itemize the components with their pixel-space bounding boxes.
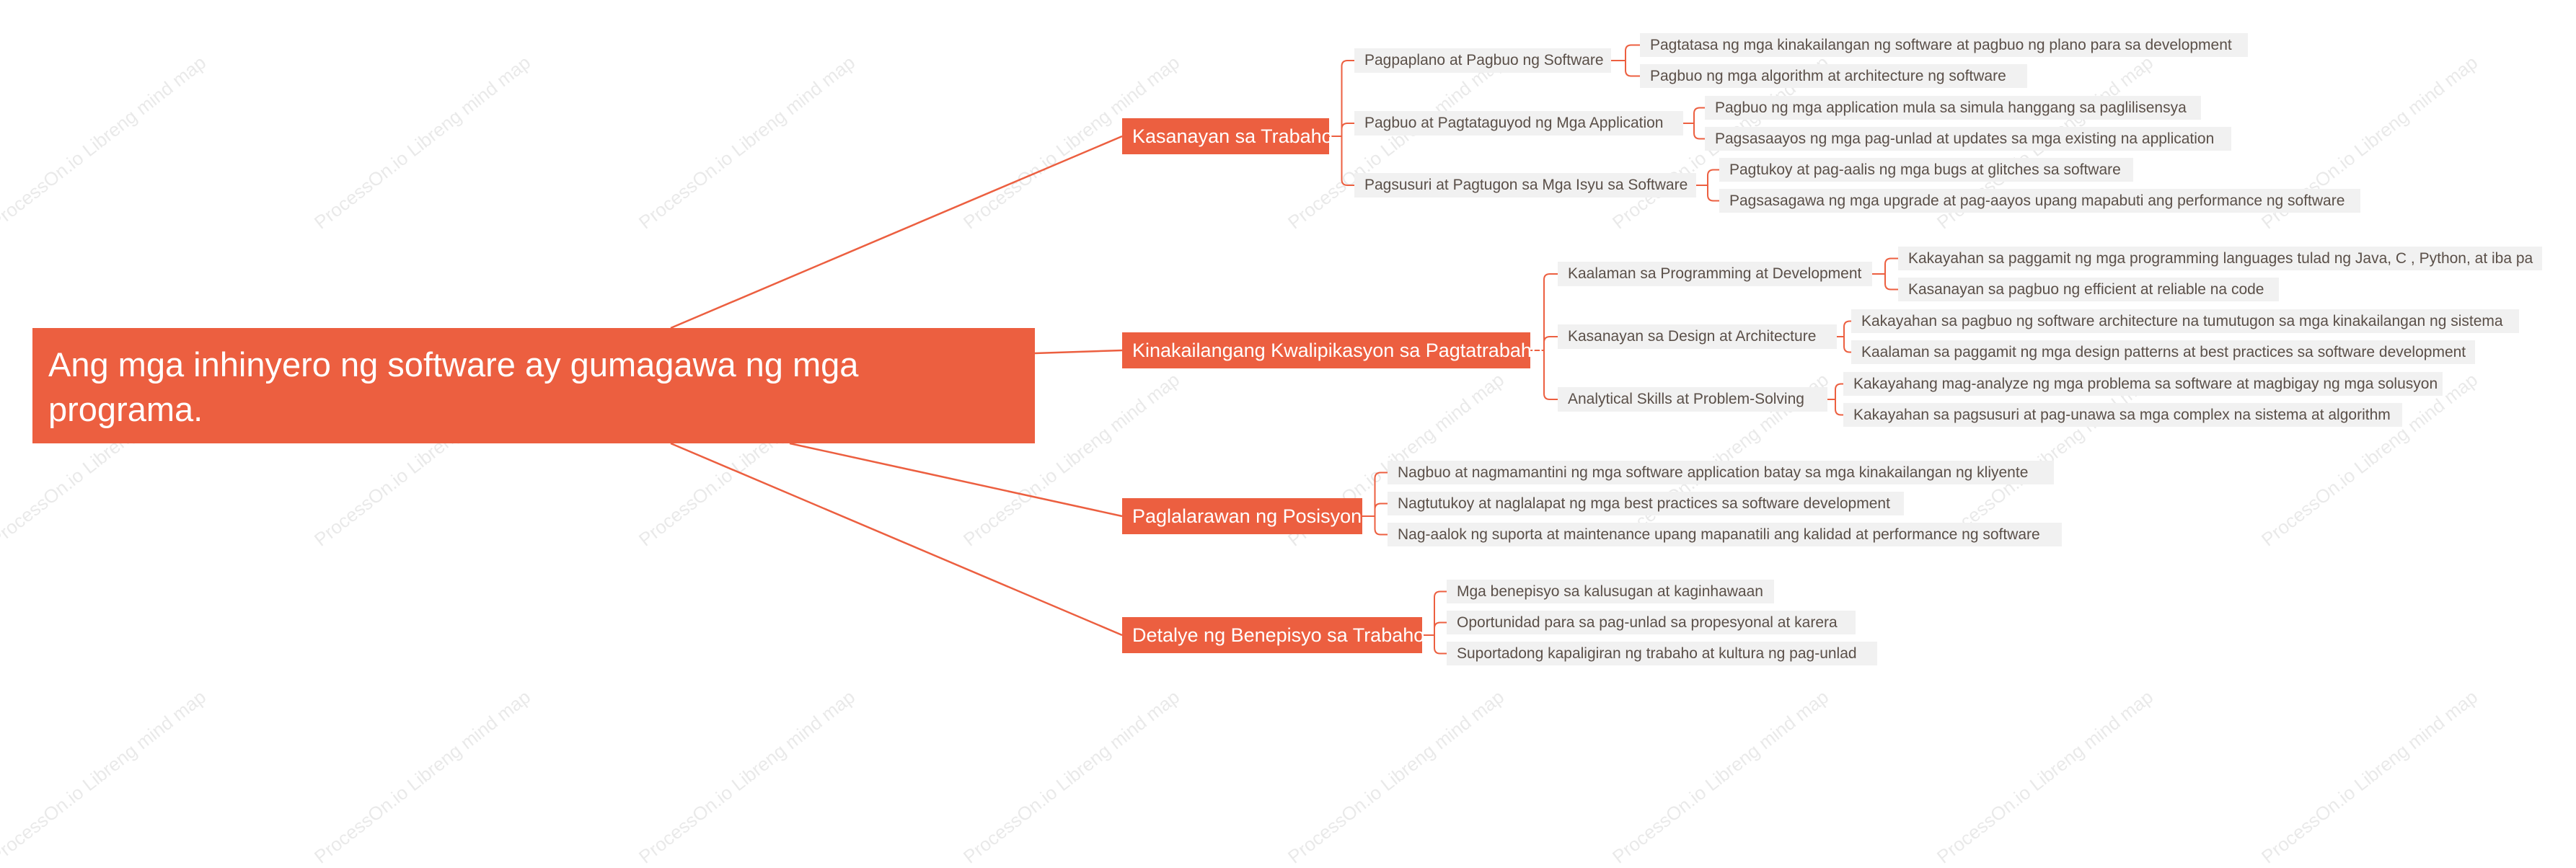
topic-kinakailangang-kwalipikasyon[interactable]: Kinakailangang Kwalipikasyon sa Pagtatra… [1122,332,1543,368]
subtopic-kaalaman-programming[interactable]: Kaalaman sa Programming at Development [1558,262,1872,286]
leaf-kakayahang-mag-analyze[interactable]: Kakayahang mag-analyze ng mga problema s… [1843,372,2443,396]
connector-line [1872,257,1898,275]
leaf-kakayahan-programming[interactable]: Kakayahan sa paggamit ng mga programming… [1898,247,2542,270]
watermark-text: ProcessOn.io Libreng mind map [1933,686,2158,868]
connector-line [1422,634,1447,655]
connector-line [1329,123,1354,137]
leaf-kakayahan-architecture[interactable]: Kakayahan sa pagbuo ng software architec… [1851,309,2519,333]
connector-line [1530,273,1558,351]
connector-line [1422,590,1447,636]
leaf-kaalaman-patterns[interactable]: Kaalaman sa paggamit ng mga design patte… [1851,340,2475,364]
connector-line [1362,515,1388,536]
connector-line [1837,320,1851,337]
leaf-pagbuo-algorithm[interactable]: Pagbuo ng mga algorithm at architecture … [1640,64,2027,88]
watermark-text: ProcessOn.io Libreng mind map [0,686,211,868]
connector-line [1530,350,1558,400]
connector-line [1827,383,1843,400]
leaf-pagsasagawa[interactable]: Pagsasagawa ng mga upgrade at pag-aayos … [1719,189,2360,213]
watermark-text: ProcessOn.io Libreng mind map [635,686,860,868]
connector-line [1530,336,1558,351]
connector-line [670,135,1123,329]
connector-line [670,442,1123,637]
connector-line [1683,107,1705,124]
connector-line [1034,349,1123,355]
connector-line [1611,44,1640,61]
leaf-pagtatasa[interactable]: Pagtatasa ng mga kinakailangan ng softwa… [1640,33,2248,57]
connector-line [1611,60,1640,77]
connector-lines [670,44,1898,655]
topic-paglalarawan-ng-posisyon[interactable]: Paglalarawan ng Posisyon [1122,498,1362,534]
watermark-text: ProcessOn.io Libreng mind map [2257,686,2482,868]
leaf-mga-benepisyo[interactable]: Mga benepisyo sa kalusugan at kaginhawaa… [1447,580,1774,603]
leaf-pagtukoy[interactable]: Pagtukoy at pag-aalis ng mga bugs at gli… [1719,158,2133,182]
leaf-kasanayan-code[interactable]: Kasanayan sa pagbuo ng efficient at reli… [1898,278,2279,301]
leaf-oportunidad[interactable]: Oportunidad para sa pag-unlad sa propesy… [1447,611,1856,634]
watermark-text: ProcessOn.io Libreng mind map [1608,686,1833,868]
connector-line [1329,60,1354,137]
watermark-text: ProcessOn.io Libreng mind map [959,686,1184,868]
connector-line [1696,169,1719,186]
connector-line [789,442,1123,518]
subtopic-analytical-skills[interactable]: Analytical Skills at Problem-Solving [1558,387,1827,412]
leaf-nagbuo[interactable]: Nagbuo at nagmamantini ng mga software a… [1388,461,2054,484]
leaf-pagsasaayos[interactable]: Pagsasaayos ng mga pag-unlad at updates … [1705,127,2231,151]
root-topic[interactable]: Ang mga inhinyero ng software ay gumagaw… [32,328,1035,443]
subtopic-pagpaplano[interactable]: Pagpaplano at Pagbuo ng Software [1354,48,1611,73]
connector-line [1872,273,1898,291]
subtopic-kasanayan-design[interactable]: Kasanayan sa Design at Architecture [1558,324,1837,349]
subtopic-pagsusuri[interactable]: Pagsusuri at Pagtugon sa Mga Isyu sa Sof… [1354,173,1696,198]
connector-line [1696,185,1719,202]
watermark-text: ProcessOn.io Libreng mind map [1284,686,1509,868]
leaf-nag-aalok[interactable]: Nag-aalok ng suporta at maintenance upan… [1388,523,2062,546]
leaf-nagtutukoy[interactable]: Nagtutukoy at naglalapat ng mga best pra… [1388,492,1904,515]
connector-line [1329,136,1354,186]
watermark-text: ProcessOn.io Libreng mind map [310,686,535,868]
topic-kasanayan-sa-trabaho[interactable]: Kasanayan sa Trabaho [1122,118,1333,154]
connector-line [1362,502,1388,517]
connector-line [1422,621,1447,636]
connector-line [1683,123,1705,140]
leaf-kakayahan-pagsusuri[interactable]: Kakayahan sa pagsusuri at pag-unawa sa m… [1843,403,2402,427]
connector-line [1827,399,1843,416]
leaf-pagbuo-application[interactable]: Pagbuo ng mga application mula sa simula… [1705,96,2201,120]
subtopic-pagbuo-application[interactable]: Pagbuo at Pagtataguyod ng Mga Applicatio… [1354,111,1683,136]
connector-line [1837,336,1851,353]
topic-detalye-ng-benepisyo[interactable]: Detalye ng Benepisyo sa Trabaho [1122,617,1424,653]
leaf-suportadong-kapaligiran[interactable]: Suportadong kapaligiran ng trabaho at ku… [1447,642,1877,665]
connector-line [1362,471,1388,517]
